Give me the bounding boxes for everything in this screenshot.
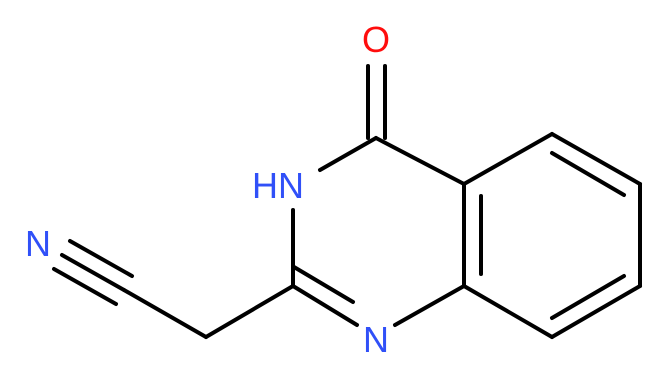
bond-c5-c6 [550,132,642,186]
bond-c7-c8 [550,284,642,339]
atom-n-nitrile: N [25,223,51,264]
bond-c2-ch2 [204,284,295,339]
bond-c5-c6-inner [550,151,626,197]
atom-oxygen: O [362,19,390,60]
bond-nitrile-b [68,239,134,278]
bond-c7-c8-inner [550,274,626,320]
atom-n-ring: N [363,319,389,360]
bond-nitrile-a [60,253,126,292]
bond-n1-c8a [393,284,466,327]
bond-nitrile-c [52,267,118,306]
bond-c8-c8a [462,284,554,339]
atom-labels: O HN N N [25,19,390,360]
atom-nh: HN [252,165,304,206]
bond-c2-n1-b [292,265,355,304]
bonds [52,64,642,339]
bond-c4a-c5 [462,132,554,186]
bond-c4-n3 [318,136,378,172]
bond-c4-c4a [374,136,466,186]
bond-c2-n1-a [291,284,359,327]
bond-ch2-cn [122,288,208,339]
